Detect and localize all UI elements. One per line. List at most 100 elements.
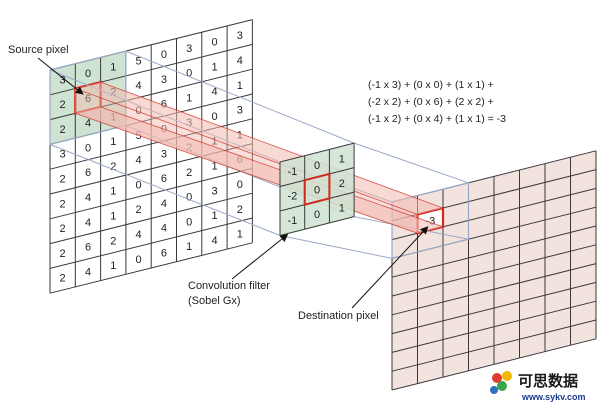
filter-cell-value: -1 [288, 166, 298, 178]
source-neighborhood-cell [100, 51, 126, 83]
source-neighborhood-cell [50, 88, 76, 120]
source-cell-value: 2 [60, 198, 66, 210]
source-cell-value: 0 [186, 192, 192, 204]
equation-line-1: (-1 x 3) + (0 x 0) + (1 x 1) + [368, 79, 494, 91]
source-cell-value: 1 [110, 62, 116, 74]
source-cell-value: 3 [237, 30, 243, 42]
projection-line [353, 142, 469, 184]
source-cell-value: 4 [136, 155, 142, 167]
source-cell-value: 4 [85, 217, 91, 229]
source-cell-value: 4 [211, 86, 217, 98]
source-cell-value: 2 [60, 273, 66, 285]
source-neighborhood-cell [50, 63, 76, 95]
source-cell-value: 0 [161, 49, 167, 61]
source-cell-value: 1 [237, 80, 243, 92]
source-cell-value: 5 [136, 55, 142, 67]
source-cell-value: 2 [110, 235, 116, 247]
filter-grid-line [279, 216, 355, 236]
source-cell-value: 2 [136, 204, 142, 216]
source-cell-value: 4 [161, 223, 167, 235]
annotations [37, 57, 429, 309]
filter-background [280, 143, 355, 236]
source-cell-value: 0 [85, 68, 91, 80]
source-cell-value: 2 [60, 124, 66, 136]
source-cell-value: 0 [186, 68, 192, 80]
source-cell-value: 4 [237, 55, 243, 67]
source-cell-value: 1 [110, 211, 116, 223]
source-pixel-arrow [37, 57, 84, 95]
destination-grid-line [391, 244, 597, 297]
destination-pixel-value: -3 [425, 216, 435, 228]
source-cell-value: 4 [136, 80, 142, 92]
projection-line [279, 235, 393, 259]
destination-grid-line [391, 281, 597, 335]
filter-cell-value: 0 [314, 184, 320, 196]
source-cell-value: 1 [211, 61, 217, 73]
destination-grid-line [391, 338, 597, 391]
source-cell-value: 3 [60, 74, 66, 86]
filter-cell-value: 1 [339, 203, 345, 215]
source-cell-value: 6 [85, 242, 91, 254]
source-cell-value: 1 [211, 210, 217, 222]
source-cell-value: 4 [211, 235, 217, 247]
projection-line [49, 143, 281, 236]
convolution-filter-label: Convolution filter [188, 280, 270, 292]
source-cell-value: 2 [110, 161, 116, 173]
source-cell-value: 4 [136, 229, 142, 241]
source-cell-value: 0 [186, 216, 192, 228]
filter-cell-value: 2 [339, 178, 345, 190]
source-cell-value: 3 [237, 105, 243, 117]
source-cell-value: 1 [211, 161, 217, 173]
source-cell-value: 3 [161, 148, 167, 160]
source-neighborhood-cell [50, 113, 76, 145]
source-cell-value: 6 [161, 99, 167, 111]
destination-grid-line [391, 319, 597, 372]
source-cell-value: 4 [161, 198, 167, 210]
source-cell-value: 1 [186, 241, 192, 253]
source-neighborhood-cell [75, 57, 101, 89]
source-grid-line [49, 242, 253, 294]
source-cell-value: 2 [60, 173, 66, 185]
source-cell-value: 6 [85, 93, 91, 105]
source-pixel-label: Source pixel [8, 44, 69, 56]
source-cell-value: 4 [85, 192, 91, 204]
source-cell-value: 3 [211, 185, 217, 197]
beam-edge [100, 106, 444, 228]
destination-grid-line [391, 263, 597, 316]
source-cell-value: 2 [60, 223, 66, 235]
beam-edge [75, 88, 418, 215]
source-grid-line [49, 217, 253, 269]
destination-pixel-label: Destination pixel [298, 310, 379, 322]
watermark-logo [490, 371, 512, 394]
source-cell-value: 2 [186, 167, 192, 179]
destination-pixel-arrow [351, 226, 429, 309]
watermark: 可思数据 www.sykv.com [490, 371, 586, 402]
source-cell-value: 2 [60, 99, 66, 111]
filter-cell-value: 1 [339, 154, 345, 166]
filter-cell-value: 0 [314, 209, 320, 221]
source-cell-value: 0 [211, 37, 217, 49]
equation-line-3: (-1 x 2) + (0 x 4) + (1 x 1) = -3 [368, 113, 506, 125]
destination-grid: -3 [391, 150, 597, 391]
source-cell-value: 0 [136, 254, 142, 266]
projection-line [125, 50, 355, 144]
destination-grid-line [391, 300, 597, 353]
source-cell-value: 1 [186, 92, 192, 104]
filter-cell-value: -1 [288, 215, 298, 227]
beam-edge [75, 112, 418, 234]
source-cell-value: 3 [60, 149, 66, 161]
source-cell-value: 6 [161, 173, 167, 185]
source-cell-value: 0 [85, 142, 91, 154]
source-cell-value: 0 [211, 111, 217, 123]
filter-center-outline [303, 172, 331, 206]
filter-grid-line [279, 142, 355, 163]
source-cell-value: 2 [237, 204, 243, 216]
source-cell-value: 1 [237, 229, 243, 241]
convolution-filter-subtitle: (Sobel Gx) [188, 295, 241, 307]
source-cell-value: 1 [110, 136, 116, 148]
watermark-brand: 可思数据 [518, 372, 578, 390]
source-cell-value: 4 [85, 266, 91, 278]
source-cell-value: 3 [161, 74, 167, 86]
watermark-url: www.sykv.com [521, 392, 586, 402]
